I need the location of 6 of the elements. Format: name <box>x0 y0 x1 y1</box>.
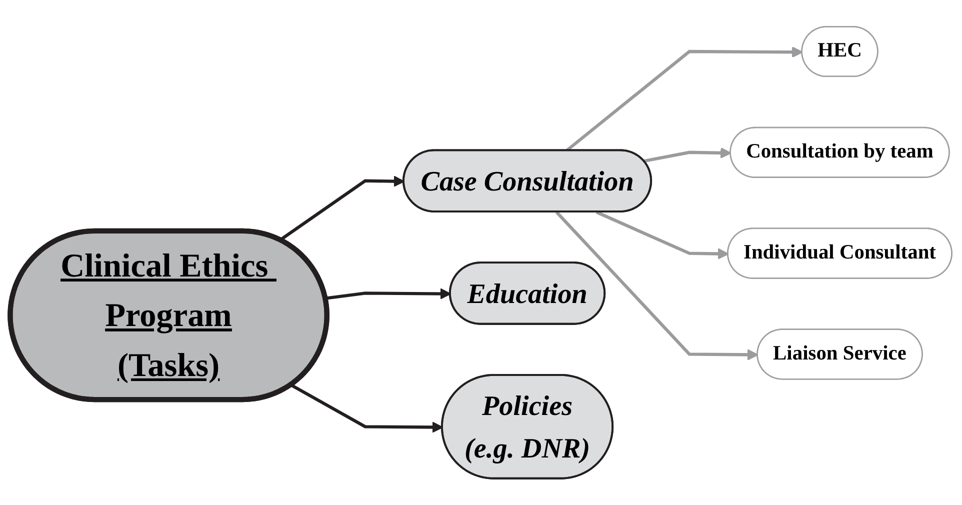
arrow <box>325 288 452 300</box>
arrow <box>644 147 732 163</box>
arrow <box>596 210 729 260</box>
arrow <box>279 176 405 242</box>
arrow <box>290 384 444 433</box>
arrow <box>555 211 758 360</box>
